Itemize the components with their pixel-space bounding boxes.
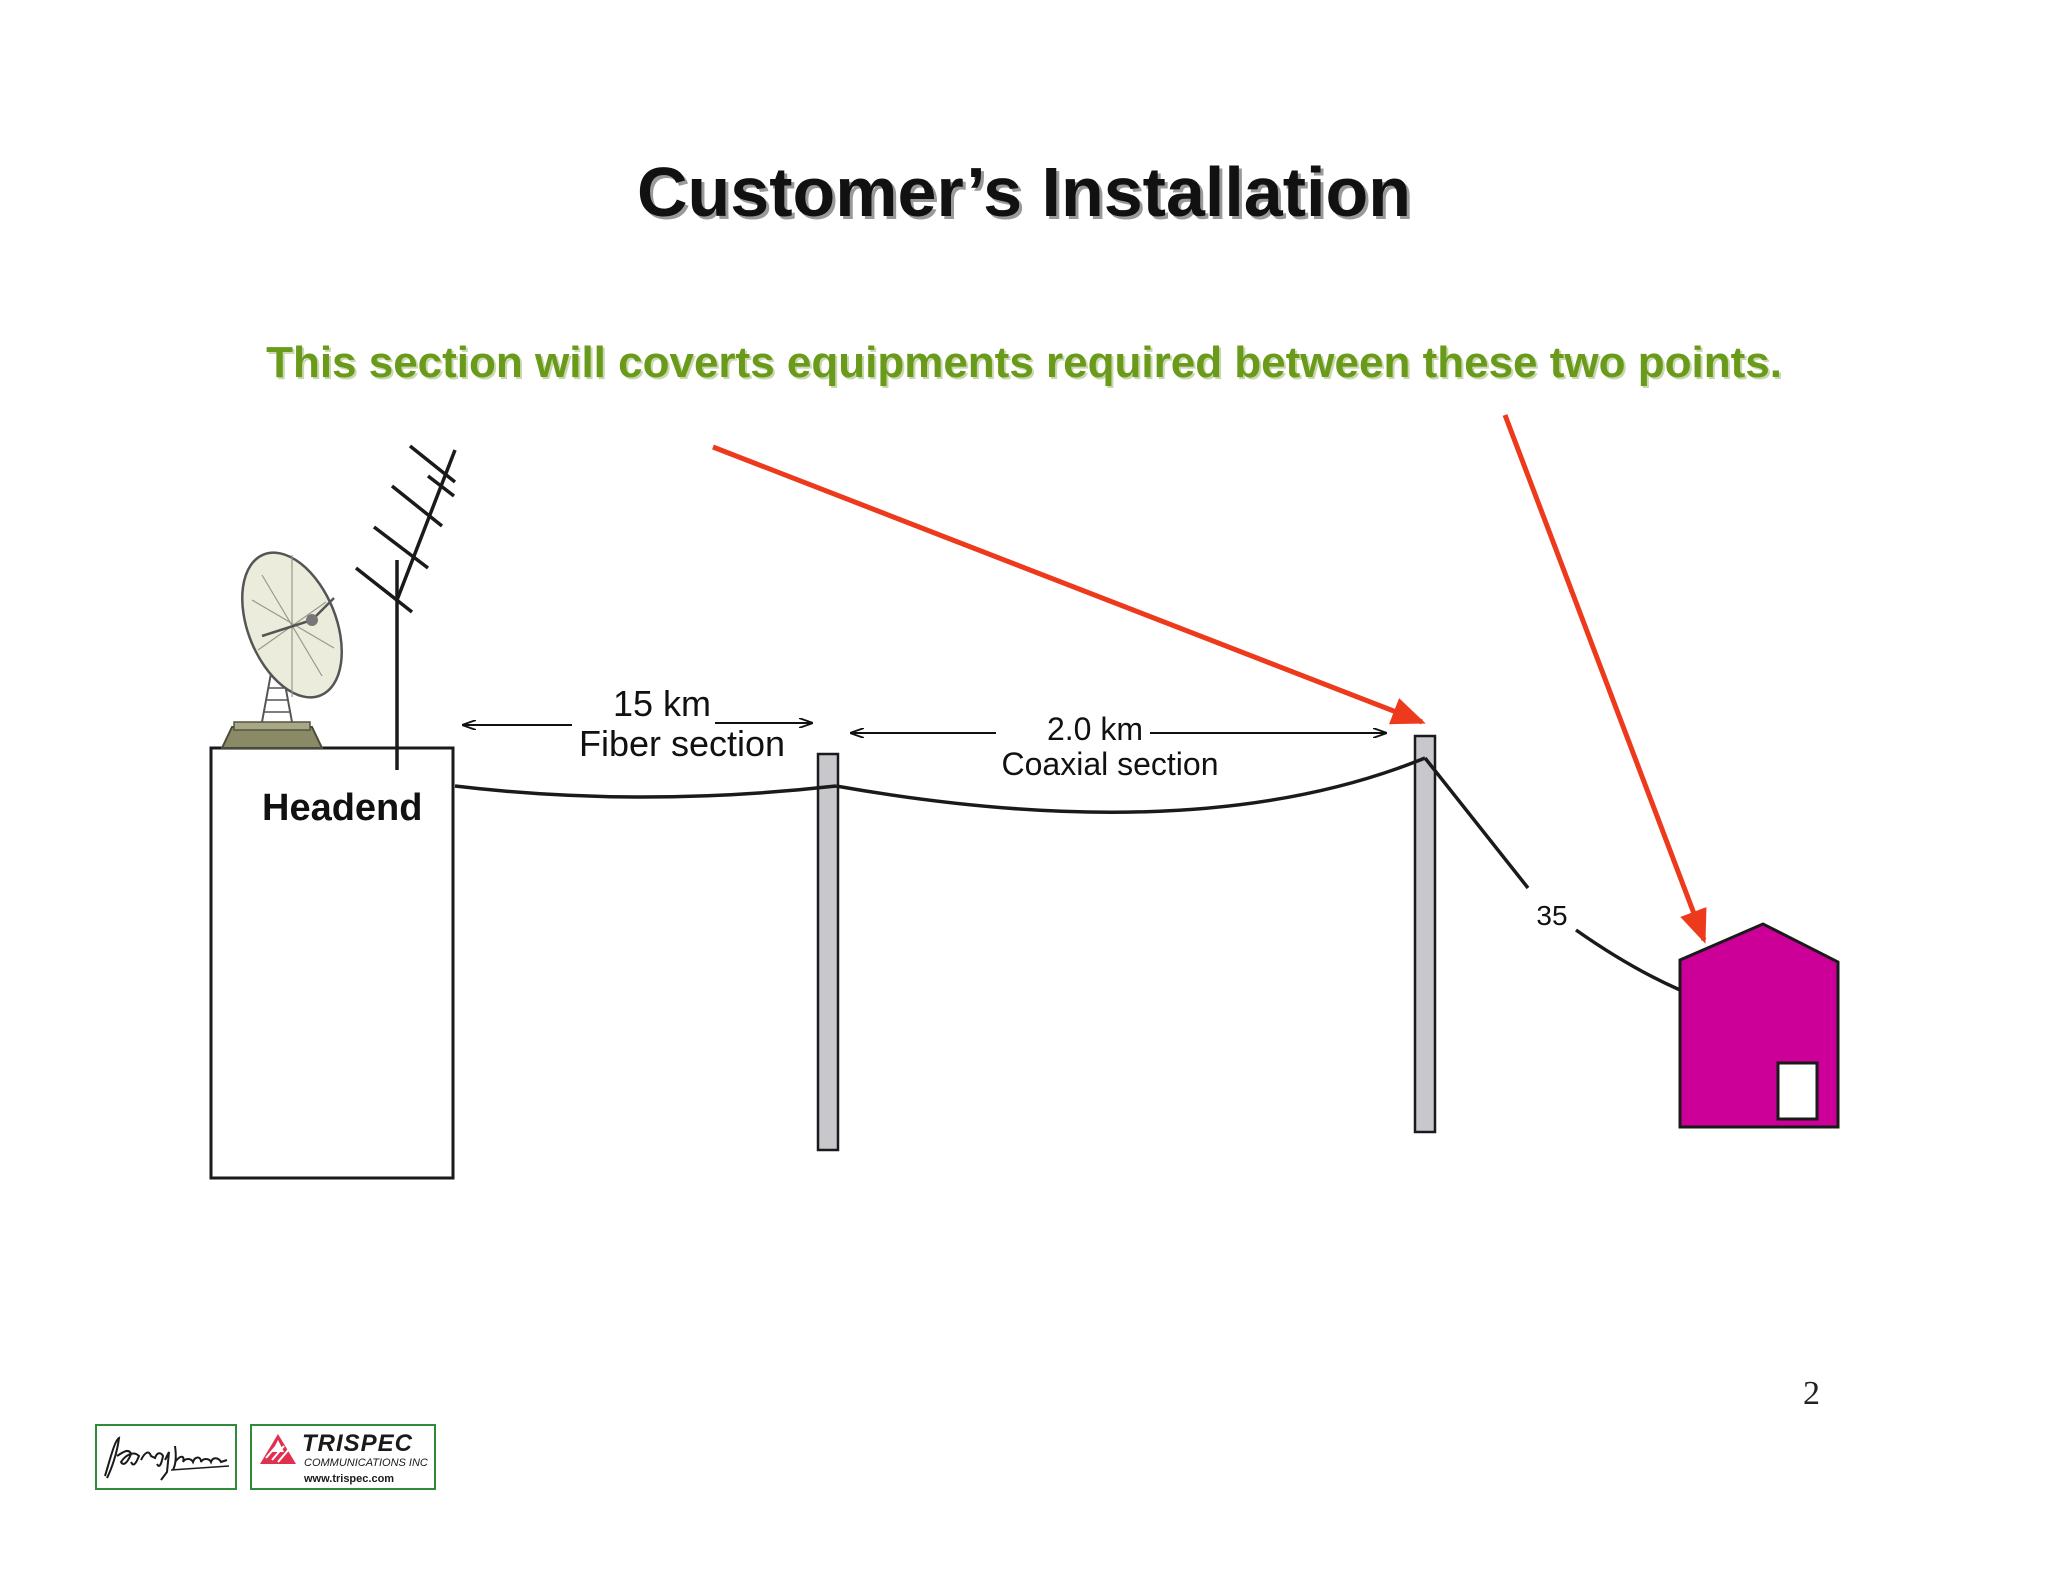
customer-house [1678,922,1840,1129]
fiber-section-label: Fiber section [579,723,785,764]
coax-section-label: Coaxial section [1002,746,1219,782]
trispec-mark-icon [260,1434,296,1464]
pointer-arrow-pole [712,444,1426,725]
pointer-arrow-house [1502,414,1707,944]
trispec-name: TRISPEC [302,1430,414,1457]
headend-building [209,746,455,1180]
slide-subtitle: This section will coverts equipments req… [266,338,1782,387]
drop-length-label: 35 [1536,900,1567,931]
headend-label: Headend [262,787,422,829]
page-number: 2 [1803,1375,1820,1412]
signature-logo [95,1424,237,1490]
house-door [1776,1061,1819,1121]
antenna-icon [354,444,457,770]
trispec-logo: TRISPEC COMMUNICATIONS INC www.trispec.c… [250,1424,436,1490]
utility-pole-1 [816,752,840,1152]
coax-distance: 2.0 km [1047,711,1143,747]
fiber-distance: 15 km [613,683,711,724]
fiber-cable [454,784,837,799]
signature-image [104,1436,230,1481]
satellite-dish-icon [220,551,343,749]
utility-pole-2 [1413,734,1437,1134]
trispec-subtitle: COMMUNICATIONS INC [304,1457,428,1469]
trispec-url: www.trispec.com [304,1473,395,1485]
slide-title: Customer’s Installation [636,153,1412,231]
drop-cable [1423,756,1681,992]
coaxial-cable [835,756,1426,814]
